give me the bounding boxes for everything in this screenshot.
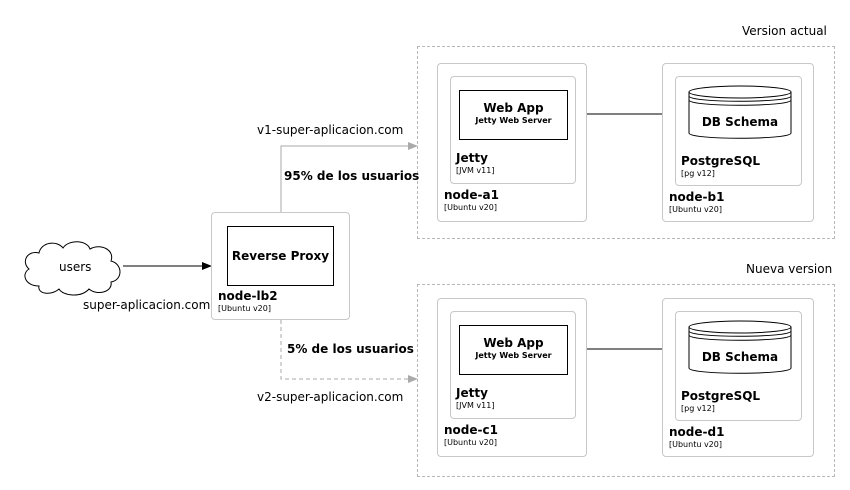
node-c1: Web App Jetty Web Server Jetty [JVM v11]… bbox=[437, 298, 587, 457]
postgresql-d1-name: PostgreSQL bbox=[681, 389, 761, 403]
node-d1-os: [Ubuntu v20] bbox=[669, 440, 722, 449]
group-title-current: Version actual bbox=[742, 24, 827, 38]
postgresql-b1-name: PostgreSQL bbox=[681, 154, 761, 168]
node-b1-os: [Ubuntu v20] bbox=[669, 205, 722, 214]
web-app-c1-box: Web App Jetty Web Server bbox=[459, 325, 568, 375]
web-app-a1-box: Web App Jetty Web Server bbox=[459, 90, 568, 140]
postgresql-d1: DB Schema PostgreSQL [pg v12] bbox=[675, 311, 802, 421]
users-domain: super-aplicacion.com bbox=[83, 298, 211, 312]
v2-share-label: 5% de los usuarios bbox=[287, 342, 414, 356]
db-b1-label: DB Schema bbox=[701, 115, 779, 129]
reverse-proxy-label: Reverse Proxy bbox=[231, 249, 330, 263]
cloud-icon bbox=[24, 241, 121, 296]
users-actor: users bbox=[17, 236, 127, 298]
node-b1: DB Schema PostgreSQL [pg v12] node-b1 [U… bbox=[662, 63, 814, 222]
postgresql-d1-version: [pg v12] bbox=[681, 404, 715, 413]
proxy-to-v2-arrow bbox=[280, 320, 418, 383]
web-app-c1-label: Web App bbox=[483, 336, 544, 350]
node-a1: Web App Jetty Web Server Jetty [JVM v11]… bbox=[437, 63, 587, 222]
group-new bbox=[417, 284, 835, 477]
node-a1-os: [Ubuntu v20] bbox=[444, 203, 497, 212]
node-lb2-name: node-lb2 bbox=[218, 289, 278, 303]
v1-host-label: v1-super-aplicacion.com bbox=[257, 123, 404, 137]
jetty-a1-version: [JVM v11] bbox=[456, 166, 495, 175]
node-lb2-os: [Ubuntu v20] bbox=[218, 304, 271, 313]
postgresql-b1: DB Schema PostgreSQL [pg v12] bbox=[675, 76, 802, 186]
jetty-c1: Web App Jetty Web Server Jetty [JVM v11] bbox=[450, 311, 576, 419]
v1-share-label: 95% de los usuarios bbox=[284, 169, 420, 183]
jetty-c1-name: Jetty bbox=[456, 386, 488, 400]
proxy-to-v1-arrow bbox=[280, 142, 418, 212]
web-app-c1-server: Jetty Web Server bbox=[475, 351, 552, 360]
db-cylinder-b1-icon bbox=[688, 85, 792, 139]
group-title-new: Nueva version bbox=[746, 262, 833, 276]
node-b1-name: node-b1 bbox=[669, 190, 725, 204]
jetty-a1-name: Jetty bbox=[456, 151, 488, 165]
node-a1-name: node-a1 bbox=[444, 188, 499, 202]
web-app-a1-server: Jetty Web Server bbox=[475, 116, 552, 125]
reverse-proxy-box: Reverse Proxy bbox=[227, 226, 334, 286]
db-d1-label: DB Schema bbox=[701, 350, 779, 364]
postgresql-b1-version: [pg v12] bbox=[681, 169, 715, 178]
jetty-a1: Web App Jetty Web Server Jetty [JVM v11] bbox=[450, 76, 576, 184]
node-c1-os: [Ubuntu v20] bbox=[444, 438, 497, 447]
v2-host-label: v2-super-aplicacion.com bbox=[257, 390, 404, 404]
users-label: users bbox=[59, 260, 92, 274]
node-lb2: Reverse Proxy node-lb2 [Ubuntu v20] bbox=[211, 212, 350, 320]
node-c1-name: node-c1 bbox=[444, 423, 498, 437]
node-d1-name: node-d1 bbox=[669, 425, 725, 439]
db-cylinder-d1-icon bbox=[688, 320, 792, 374]
group-current bbox=[417, 46, 835, 239]
web-app-a1-label: Web App bbox=[483, 101, 544, 115]
jetty-c1-version: [JVM v11] bbox=[456, 401, 495, 410]
node-d1: DB Schema PostgreSQL [pg v12] node-d1 [U… bbox=[662, 298, 814, 457]
